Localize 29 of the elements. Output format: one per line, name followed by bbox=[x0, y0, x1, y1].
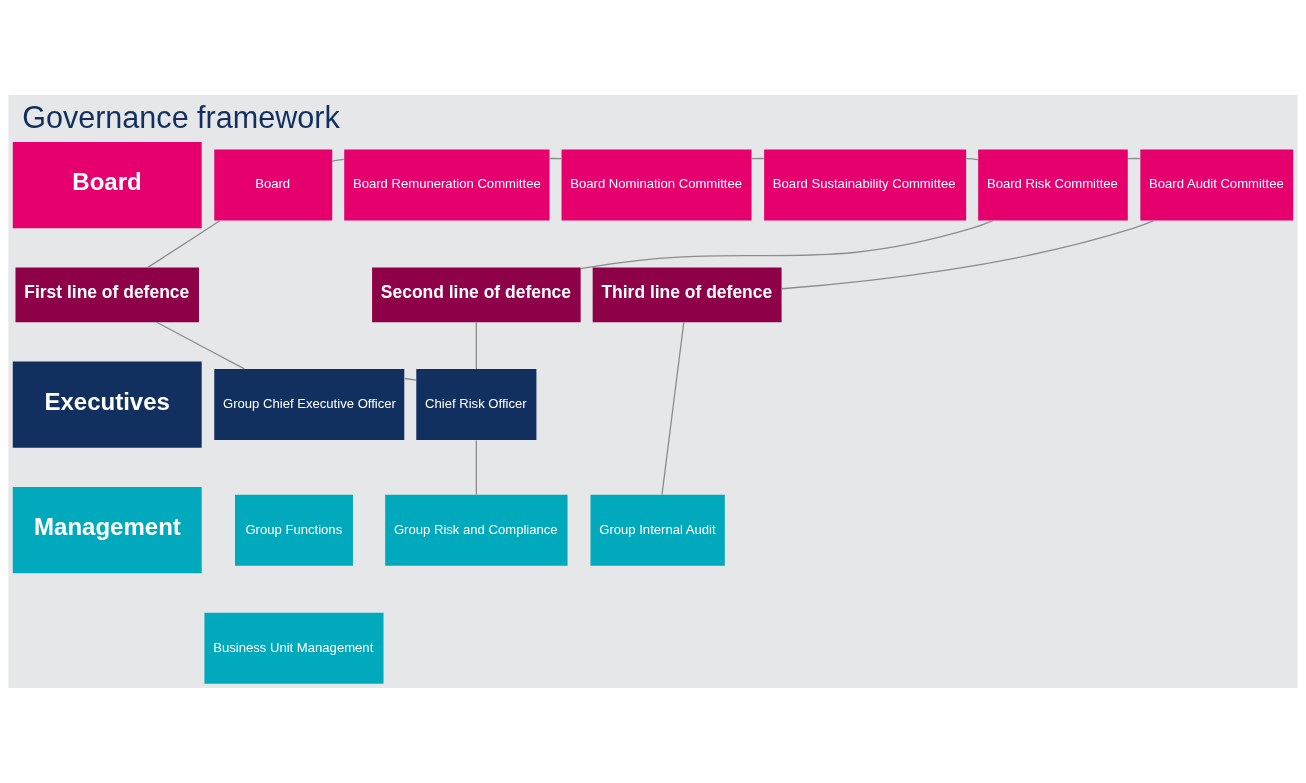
node-box: Board bbox=[214, 149, 333, 221]
node-box: Management bbox=[12, 487, 202, 574]
node-box: Group Functions bbox=[235, 494, 353, 566]
node-box: Third line of defence bbox=[592, 267, 782, 323]
connector bbox=[781, 220, 1155, 290]
connector bbox=[580, 219, 994, 270]
node-box: Board Sustainability Committee bbox=[764, 149, 967, 221]
node-box: Group Internal Audit bbox=[590, 494, 725, 566]
connector bbox=[661, 321, 685, 496]
node-box: Chief Risk Officer bbox=[416, 369, 537, 441]
node-box: Board Remuneration Committee bbox=[344, 149, 550, 221]
connector bbox=[331, 158, 345, 162]
node-box: Board Risk Committee bbox=[978, 149, 1128, 221]
node-box: Business Unit Management bbox=[204, 612, 384, 684]
connector bbox=[403, 377, 417, 381]
node-box: First line of defence bbox=[15, 267, 199, 323]
node-box: Board Audit Committee bbox=[1140, 149, 1294, 221]
node-box: Board Nomination Committee bbox=[561, 149, 752, 221]
connector bbox=[475, 439, 477, 496]
connector bbox=[475, 321, 477, 370]
diagram-title: Governance framework bbox=[22, 100, 340, 135]
node-box: Group Chief Executive Officer bbox=[214, 369, 405, 441]
node-box: Second line of defence bbox=[372, 267, 581, 323]
connector bbox=[147, 220, 221, 269]
connector bbox=[156, 321, 245, 370]
connector bbox=[965, 158, 979, 161]
node-box: Executives bbox=[12, 361, 202, 448]
node-box: Group Risk and Compliance bbox=[385, 494, 568, 566]
node-box: Board bbox=[12, 141, 202, 229]
